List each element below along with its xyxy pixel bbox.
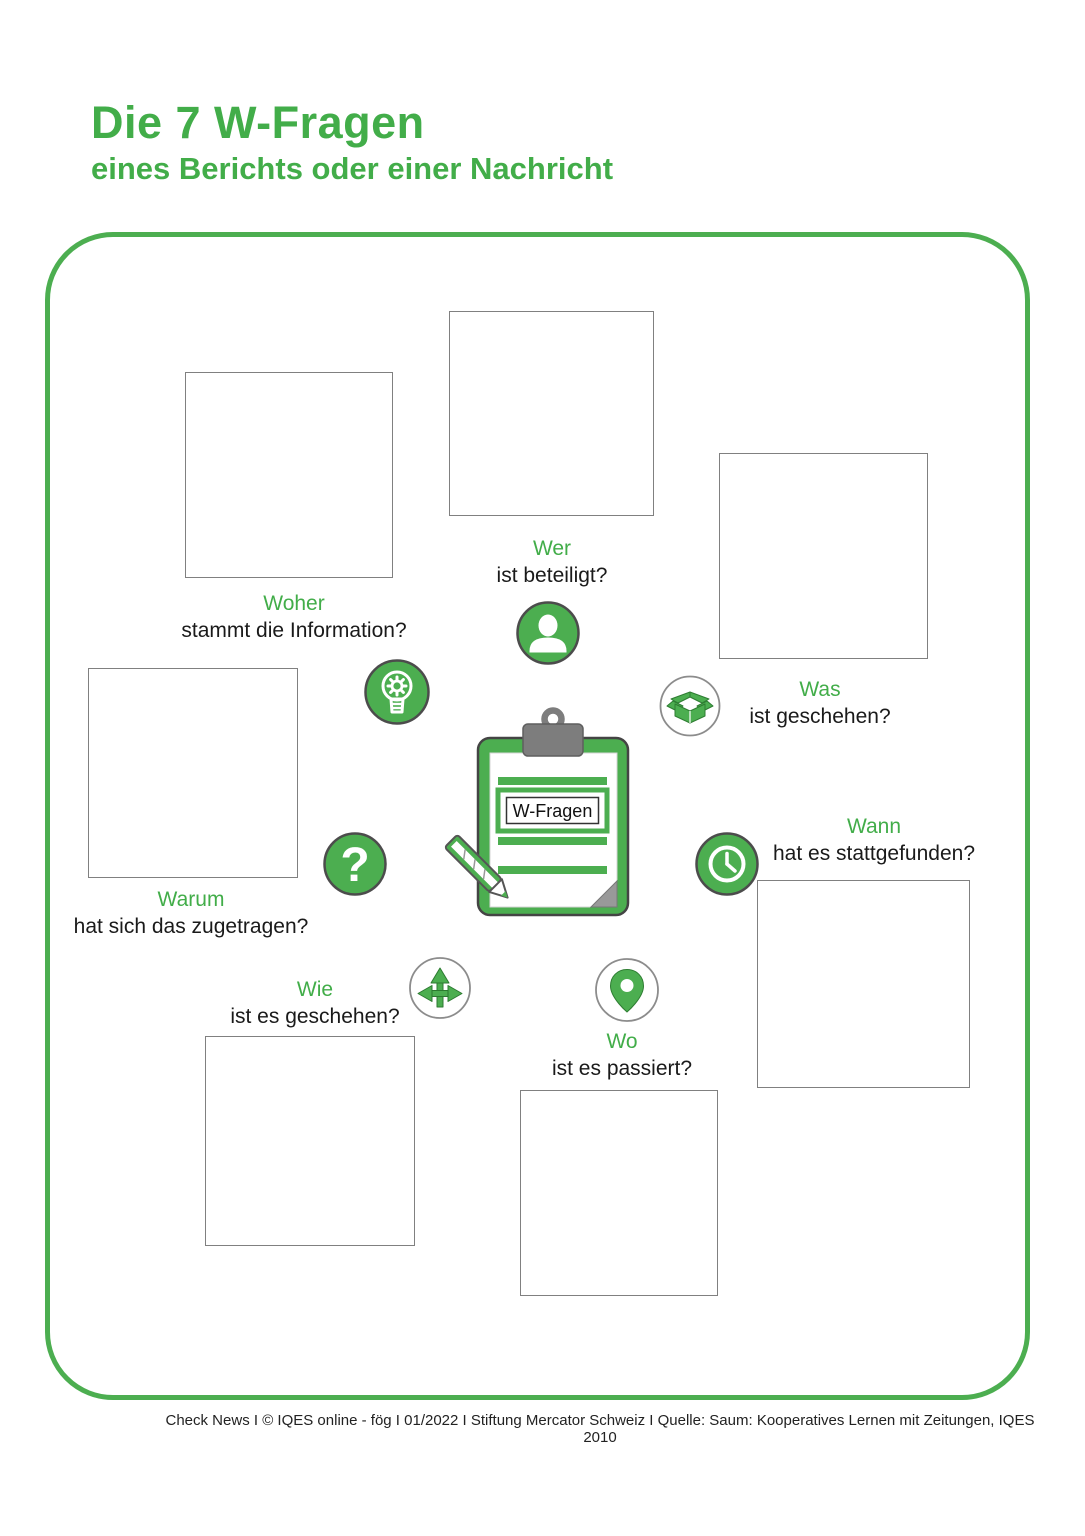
question-label-was: Was ist geschehen? bbox=[695, 676, 945, 730]
question-label-wer: Wer ist beteiligt? bbox=[452, 535, 652, 589]
person-icon bbox=[515, 600, 581, 666]
question-label-wann: Wann hat es stattgefunden? bbox=[724, 813, 1024, 867]
question-text-wie: ist es geschehen? bbox=[230, 1005, 400, 1028]
open-box-icon bbox=[659, 675, 721, 737]
page-title: Die 7 W-Fragen bbox=[91, 97, 425, 148]
answer-box-wie bbox=[205, 1036, 415, 1246]
answer-box-wer bbox=[449, 311, 654, 516]
clipboard-illustration: W-Fragen bbox=[440, 700, 670, 925]
question-word-wer: Wer bbox=[532, 537, 572, 560]
question-label-wie: Wie ist es geschehen? bbox=[190, 976, 440, 1030]
question-word-wann: Wann bbox=[846, 815, 902, 838]
page-subtitle: eines Berichts oder einer Nachricht bbox=[91, 151, 614, 186]
question-text-wo: ist es passiert? bbox=[551, 1057, 693, 1080]
clipboard-icon: W-Fragen bbox=[476, 707, 630, 917]
question-text-was: ist geschehen? bbox=[749, 705, 891, 728]
clipboard-label: W-Fragen bbox=[513, 801, 593, 821]
question-word-wie: Wie bbox=[296, 978, 334, 1001]
question-label-warum: Warum hat sich das zugetragen? bbox=[41, 886, 341, 940]
question-text-wann: hat es stattgefunden? bbox=[773, 842, 975, 865]
lightbulb-gear-icon bbox=[363, 658, 431, 726]
question-word-wo: Wo bbox=[606, 1030, 638, 1053]
question-word-warum: Warum bbox=[157, 888, 225, 911]
question-word-woher: Woher bbox=[263, 592, 325, 615]
location-pin-icon bbox=[594, 957, 660, 1023]
question-label-wo: Wo ist es passiert? bbox=[497, 1028, 747, 1082]
answer-box-woher bbox=[185, 372, 393, 578]
question-glyph: ? bbox=[340, 839, 369, 892]
question-text-woher: stammt die Information? bbox=[181, 619, 407, 642]
question-text-wer: ist beteiligt? bbox=[496, 564, 608, 587]
answer-box-was bbox=[719, 453, 928, 659]
question-label-woher: Woher stammt die Information? bbox=[144, 590, 444, 644]
clock-icon bbox=[694, 831, 760, 897]
answer-box-warum bbox=[88, 668, 298, 878]
footer-credit: Check News I © IQES online - fög I 01/20… bbox=[165, 1412, 1035, 1446]
answer-box-wo bbox=[520, 1090, 718, 1296]
question-mark-icon: ? bbox=[322, 831, 388, 897]
pencil-icon bbox=[444, 834, 509, 899]
question-word-was: Was bbox=[799, 678, 841, 701]
question-text-warum: hat sich das zugetragen? bbox=[73, 915, 309, 938]
answer-box-wann bbox=[757, 880, 970, 1088]
arrows-icon bbox=[408, 956, 472, 1020]
